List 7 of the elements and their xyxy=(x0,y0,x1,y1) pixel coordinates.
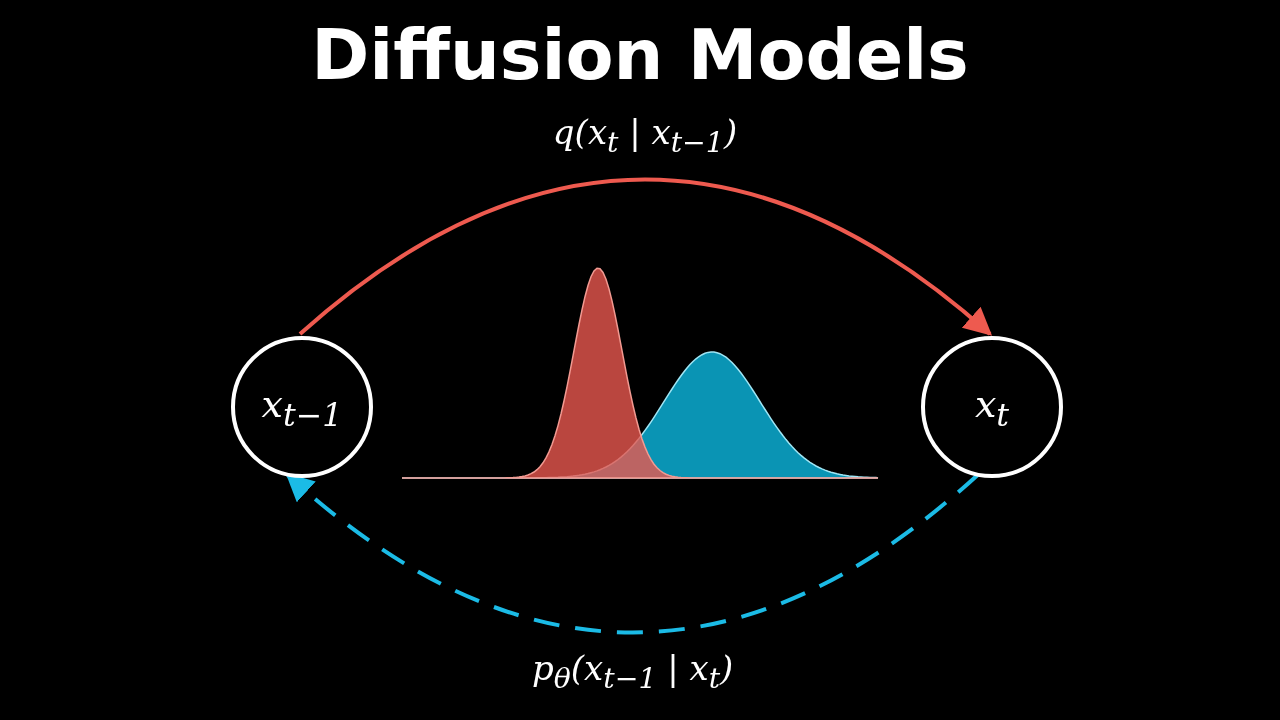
state-label: x$_{t−1}$ xyxy=(261,381,343,433)
state-circle xyxy=(231,336,373,478)
arrow xyxy=(285,473,979,635)
arrow xyxy=(298,177,993,336)
state-label: x$_{t}$ xyxy=(974,381,1010,433)
title: Diffusion Models xyxy=(311,14,969,96)
state-circle xyxy=(921,336,1063,478)
